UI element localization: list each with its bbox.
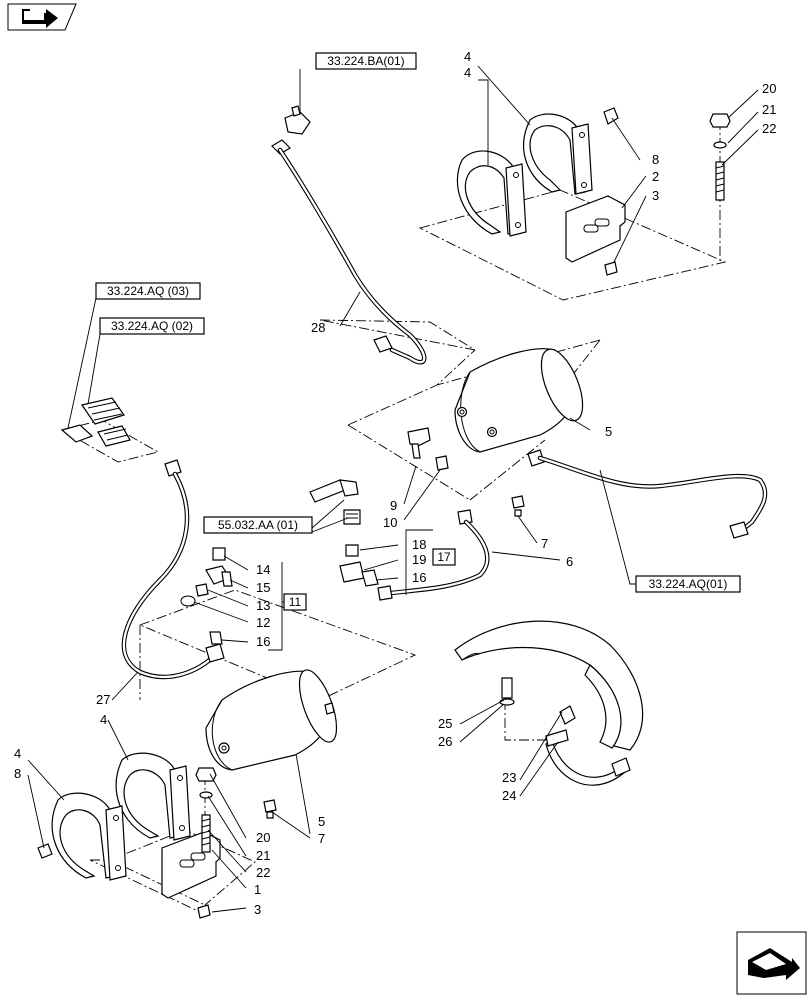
callout-3: 3 xyxy=(254,902,261,917)
next-page-arrow-icon[interactable] xyxy=(736,931,807,995)
callout-28: 28 xyxy=(311,320,325,335)
callout-16: 16 xyxy=(256,634,270,649)
callout-9: 9 xyxy=(390,498,397,513)
group-label-11: 11 xyxy=(289,595,302,609)
ref-box-33-224-aq-02[interactable]: 33.224.AQ (02) xyxy=(99,317,205,335)
right-hose xyxy=(527,449,768,539)
ref-label-33-224-aq-01: 33.224.AQ(01) xyxy=(649,577,728,591)
ref-label-33-224-aq-02: 33.224.AQ (02) xyxy=(111,319,193,333)
callout-27: 27 xyxy=(96,692,110,707)
callout-20: 20 xyxy=(762,81,776,96)
callout-15: 15 xyxy=(256,580,270,595)
fender xyxy=(454,620,644,786)
previous-page-arrow-icon[interactable] xyxy=(7,3,77,31)
upper-strap-assembly xyxy=(456,107,731,276)
callout-20: 20 xyxy=(256,830,270,845)
callout-21: 21 xyxy=(762,102,776,117)
callout-26: 26 xyxy=(438,734,452,749)
lower-strap-assembly xyxy=(37,752,221,919)
callout-4: 4 xyxy=(14,746,21,761)
group-label-17: 17 xyxy=(437,550,451,564)
upper-air-tank xyxy=(407,348,584,517)
fittings-group-17 xyxy=(339,509,490,601)
left-valve-blocks xyxy=(60,397,131,447)
callout-18: 18 xyxy=(412,537,426,552)
callout-16: 16 xyxy=(412,570,426,585)
callout-22: 22 xyxy=(762,121,776,136)
callout-21: 21 xyxy=(256,848,270,863)
ref-label-55-032-aa-01: 55.032.AA (01) xyxy=(218,518,298,532)
ref-label-33-224-ba-01: 33.224.BA(01) xyxy=(327,54,404,68)
leader-lines xyxy=(27,65,759,913)
callout-23: 23 xyxy=(502,770,516,785)
ref-box-33-224-aq-01[interactable]: 33.224.AQ(01) xyxy=(635,575,741,593)
ref-box-33-224-ba-01[interactable]: 33.224.BA(01) xyxy=(315,52,417,70)
callout-3: 3 xyxy=(652,188,659,203)
callout-6: 6 xyxy=(566,554,573,569)
callout-22: 22 xyxy=(256,865,270,880)
callout-10: 10 xyxy=(383,515,397,530)
callout-4: 4 xyxy=(100,712,107,727)
ref-box-33-224-aq-03[interactable]: 33.224.AQ (03) xyxy=(95,282,201,300)
callout-2: 2 xyxy=(652,169,659,184)
callout-13: 13 xyxy=(256,598,270,613)
callout-8: 8 xyxy=(14,766,21,781)
group-box-17[interactable]: 17 xyxy=(432,548,456,566)
callout-5: 5 xyxy=(605,424,612,439)
ref-label-33-224-aq-03: 33.224.AQ (03) xyxy=(107,284,189,298)
lower-air-tank xyxy=(205,669,338,819)
top-valve-and-hose xyxy=(271,105,427,365)
callout-4: 4 xyxy=(464,65,471,80)
callout-7: 7 xyxy=(541,536,548,551)
callout-7: 7 xyxy=(318,831,325,846)
hose-27 xyxy=(121,459,225,680)
callout-1: 1 xyxy=(254,882,261,897)
callout-19: 19 xyxy=(412,552,426,567)
callout-14: 14 xyxy=(256,562,270,577)
pressure-sensor xyxy=(309,479,361,525)
callout-24: 24 xyxy=(502,788,516,803)
ref-box-55-032-aa-01[interactable]: 55.032.AA (01) xyxy=(203,516,313,534)
fittings-group-11 xyxy=(180,547,233,645)
callout-4: 4 xyxy=(464,49,471,64)
group-box-11[interactable]: 11 xyxy=(283,593,307,611)
callout-8: 8 xyxy=(652,152,659,167)
callout-5: 5 xyxy=(318,814,325,829)
callout-numbers: 4 4 8 2 3 20 21 22 28 5 9 10 7 6 18 19 1… xyxy=(14,49,776,917)
callout-25: 25 xyxy=(438,716,452,731)
callout-12: 12 xyxy=(256,615,270,630)
